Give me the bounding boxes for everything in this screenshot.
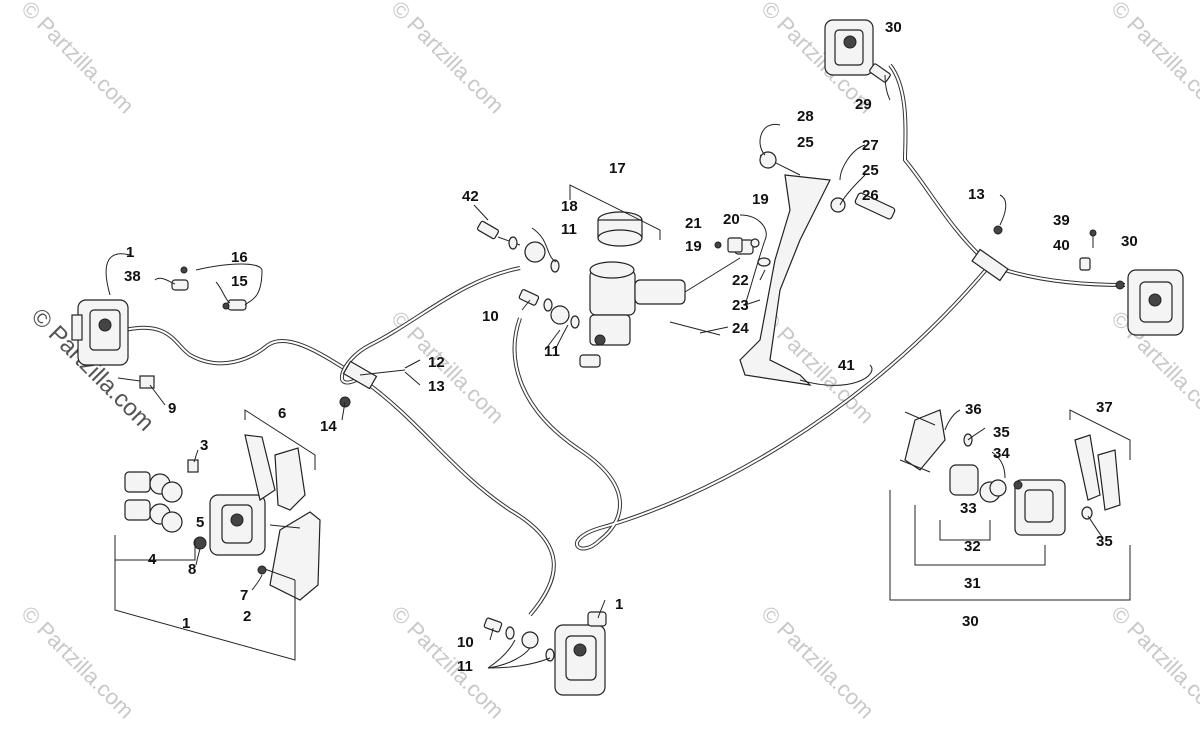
callout: 41 bbox=[838, 357, 855, 374]
callout: 17 bbox=[609, 160, 626, 177]
callout: 1 bbox=[615, 596, 623, 613]
pushrod-clevis bbox=[714, 214, 771, 306]
callout: 21 bbox=[685, 215, 702, 232]
callout: 36 bbox=[965, 401, 982, 418]
caliper-exploded-left bbox=[124, 434, 321, 601]
callout: 6 bbox=[278, 405, 286, 422]
callout: 28 bbox=[797, 108, 814, 125]
brake-pedal bbox=[739, 151, 896, 386]
watermark: © Partzilla.com bbox=[1106, 0, 1200, 118]
group-brackets-left bbox=[114, 409, 316, 661]
group-brackets-right bbox=[889, 409, 1131, 601]
tee-fitting-right bbox=[971, 225, 1009, 282]
callout: 10 bbox=[482, 308, 499, 325]
callout: 2 bbox=[243, 608, 251, 625]
callout: 16 bbox=[231, 249, 248, 266]
hose-clips bbox=[154, 263, 263, 311]
callout: 11 bbox=[544, 343, 560, 360]
callout: 27 bbox=[862, 137, 879, 154]
master-cylinder bbox=[569, 184, 754, 368]
callout: 9 bbox=[168, 400, 176, 417]
callout: 11 bbox=[561, 221, 577, 238]
callout: 39 bbox=[1053, 212, 1070, 229]
callout: 19 bbox=[752, 191, 769, 208]
callout: 11 bbox=[457, 658, 473, 675]
callout: 13 bbox=[428, 378, 445, 395]
callout: 30 bbox=[1121, 233, 1138, 250]
callout: 22 bbox=[732, 272, 749, 289]
callout: 38 bbox=[124, 268, 141, 285]
watermark-layer: © Partzilla.com © Partzilla.com © Partzi… bbox=[16, 0, 1200, 723]
callout: 12 bbox=[428, 354, 445, 371]
caliper-front-right bbox=[824, 19, 891, 83]
callout: 5 bbox=[196, 514, 204, 531]
callout: 14 bbox=[320, 418, 337, 435]
callout: 15 bbox=[231, 273, 248, 290]
callout: 42 bbox=[462, 188, 479, 205]
callout: 32 bbox=[964, 538, 981, 555]
watermark: © Partzilla.com bbox=[1106, 601, 1200, 724]
callout: 18 bbox=[561, 198, 578, 215]
callout: 25 bbox=[862, 162, 879, 179]
callout: 23 bbox=[732, 297, 749, 314]
callout: 29 bbox=[855, 96, 872, 113]
callout: 8 bbox=[188, 561, 196, 578]
callout: 24 bbox=[732, 320, 749, 337]
callout: 30 bbox=[962, 613, 979, 630]
caliper-rear-right bbox=[1079, 229, 1184, 336]
caliper-front-left bbox=[71, 253, 155, 389]
callout: 37 bbox=[1096, 399, 1113, 416]
callout: 40 bbox=[1053, 237, 1070, 254]
brake-hoses bbox=[124, 63, 1126, 617]
callout: 3 bbox=[200, 437, 208, 454]
callout: 25 bbox=[797, 134, 814, 151]
leader-lines bbox=[149, 74, 1104, 669]
banjo-bolt-10-upper bbox=[518, 289, 580, 329]
callout: 20 bbox=[723, 211, 740, 228]
watermark: © Partzilla.com bbox=[756, 601, 879, 724]
callout: 33 bbox=[960, 500, 977, 517]
watermark: © Partzilla.com bbox=[386, 0, 509, 118]
callout: 35 bbox=[1096, 533, 1113, 550]
callout: 30 bbox=[885, 19, 902, 36]
banjo-bolt-42 bbox=[476, 220, 560, 273]
callout: 13 bbox=[968, 186, 985, 203]
callout: 31 bbox=[964, 575, 981, 592]
watermark: © Partzilla.com bbox=[16, 601, 139, 724]
callout: 19 bbox=[685, 238, 702, 255]
watermark: © Partzilla.com bbox=[16, 0, 139, 118]
caliper-exploded-right bbox=[899, 409, 1121, 536]
callout: 7 bbox=[240, 587, 248, 604]
callout: 35 bbox=[993, 424, 1010, 441]
callout: 1 bbox=[126, 244, 134, 261]
callout: 34 bbox=[993, 445, 1010, 462]
caliper-rear-center bbox=[483, 611, 607, 696]
callout: 1 bbox=[182, 615, 190, 632]
callout: 4 bbox=[148, 551, 157, 568]
callout: 10 bbox=[457, 634, 474, 651]
callout-labels: 1 38 16 15 9 3 6 5 4 8 7 2 1 14 12 13 42… bbox=[124, 19, 1138, 675]
callout: 26 bbox=[862, 187, 879, 204]
